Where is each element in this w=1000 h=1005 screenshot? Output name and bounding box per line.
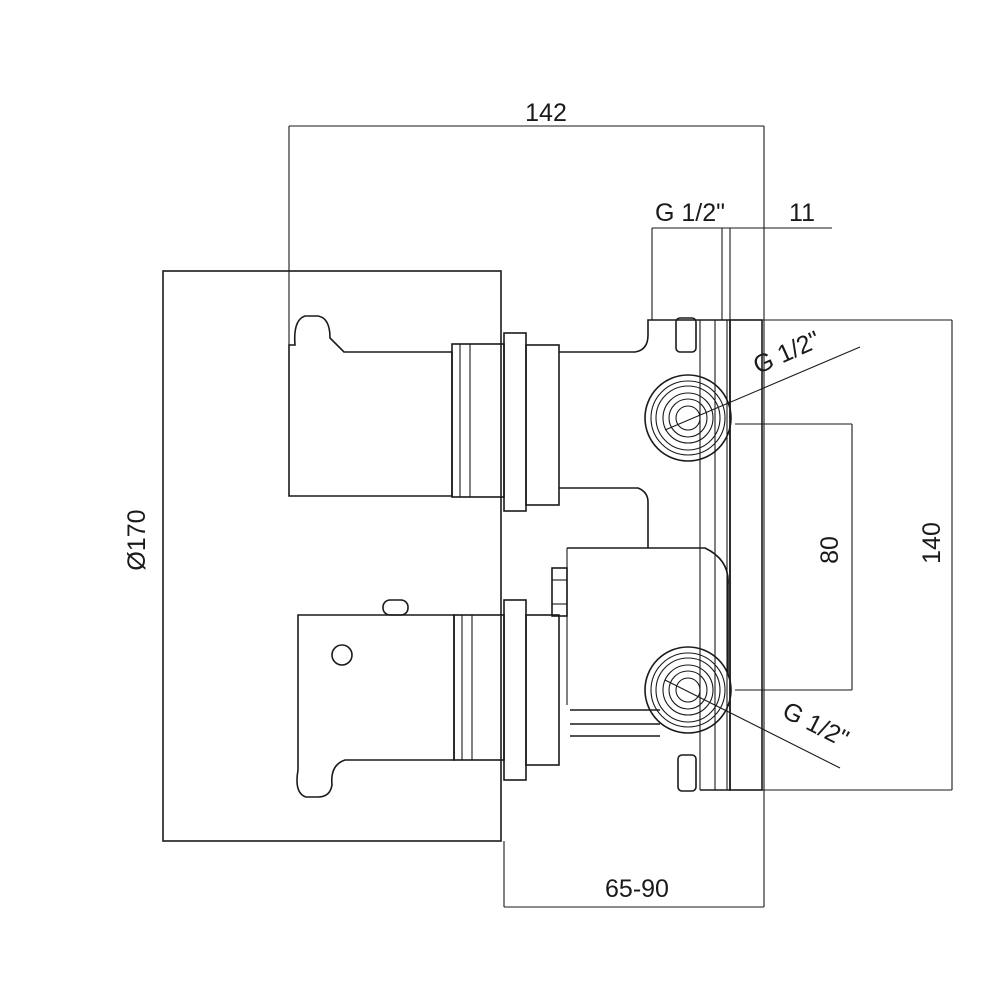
upper-collar xyxy=(503,332,560,512)
dim-top-width: 142 xyxy=(525,99,567,127)
valve-body xyxy=(551,317,731,792)
upper-handle xyxy=(288,315,505,498)
wall-plate xyxy=(162,270,502,842)
dim-body-height: 140 xyxy=(918,522,946,564)
rear-plate xyxy=(729,319,763,791)
body-nut xyxy=(551,567,568,617)
handle-knob xyxy=(382,599,409,616)
dim-outlet-lower: G 1/2" xyxy=(778,697,853,754)
dim-outlet-upper: G 1/2" xyxy=(749,326,824,380)
dim-center-distance: 80 xyxy=(816,536,844,564)
dim-diameter: Ø170 xyxy=(123,509,151,570)
dim-inlet-thread: G 1/2" xyxy=(655,199,725,227)
lower-outlet-fitting xyxy=(644,646,732,734)
lower-collar xyxy=(503,599,560,781)
upper-outlet-fitting xyxy=(644,374,732,462)
handle-indicator-dot xyxy=(331,644,353,666)
dimension-lines xyxy=(288,125,953,908)
dim-depth-small: 11 xyxy=(789,199,815,227)
lower-handle xyxy=(296,599,505,798)
dim-install-depth: 65-90 xyxy=(605,875,669,903)
